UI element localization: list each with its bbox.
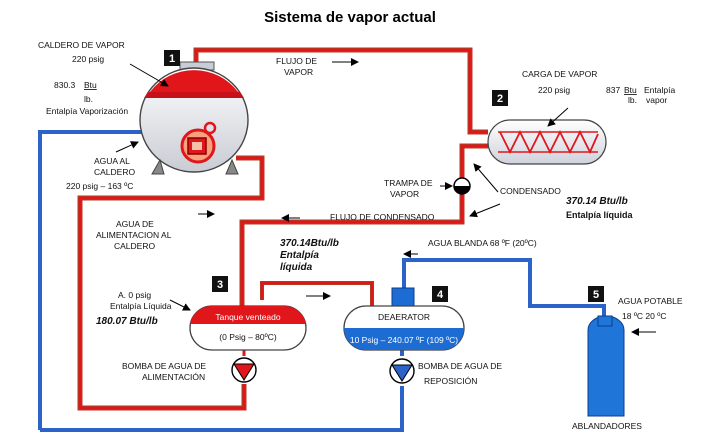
soft-water-pipe: [402, 258, 606, 318]
feed-pump: [231, 357, 257, 383]
feedwater-pointer-arrow: [115, 141, 139, 153]
svg-text:2: 2: [497, 93, 503, 105]
condensate-flow-pointer-arrow: [469, 203, 501, 218]
trap-label-2: VAPOR: [390, 189, 419, 199]
deaerator-outlet-pipe: [40, 386, 404, 432]
potable-water-temps: 18 ºC 20 ºC: [622, 311, 666, 321]
feed-pump-label-2: ALIMENTACIÓN: [142, 372, 205, 382]
load-name: CARGA DE VAPOR: [522, 69, 597, 79]
boiler-feed-conditions: 220 psig – 163 ºC: [66, 181, 133, 191]
boiler-enthalpy-label: Entalpía Vaporización: [46, 106, 128, 116]
load-pressure: 220 psig: [538, 85, 570, 95]
steam-flow-label-2: VAPOR: [284, 67, 313, 77]
diagram-title: Sistema de vapor actual: [264, 9, 436, 26]
badge-2: 2: [492, 90, 508, 106]
mid-enthalpy-label-1: Entalpía: [280, 250, 319, 261]
boiler-feed-label-1: AGUA AL: [94, 156, 130, 166]
load-enthalpy-label-1: Entalpía: [644, 85, 675, 95]
vented-tank-enthalpy: 180.07 Btu/lb: [96, 316, 158, 327]
load-unit-top: Btu: [624, 85, 637, 95]
softener-tank: [587, 315, 625, 417]
badge-1: 1: [164, 50, 180, 66]
soft-water-label: AGUA BLANDA 68 ºF (20ºC): [428, 238, 537, 248]
deaerator: DEAERATOR 10 Psig – 240.07 ºF (109 ºC): [343, 287, 465, 351]
mid-enthalpy-value: 370.14Btu/lb: [280, 238, 339, 249]
load-enthalpy-value: 837: [606, 85, 620, 95]
makeup-pump-label-1: BOMBA DE AGUA DE: [418, 361, 502, 371]
vented-tank-note-2: Entalpía Líquida: [110, 301, 172, 311]
feedwater-label-3: CALDERO: [114, 241, 155, 251]
potable-water-label: AGUA POTABLE: [618, 296, 683, 306]
boiler-water-inlet-pipe: [38, 130, 142, 430]
condensate-pipe-exchanger: [459, 143, 488, 180]
svg-text:1: 1: [169, 53, 175, 65]
condensate-flow-label: FLUJO DE CONDENSADO: [330, 212, 435, 222]
boiler-name-pointer-arrow: [129, 63, 169, 87]
boiler-pressure: 220 psig: [72, 54, 104, 64]
vented-tank-label: Tanque venteado: [215, 312, 280, 322]
condensate-label: CONDENSADO: [500, 186, 561, 196]
badge-3: 3: [212, 276, 228, 292]
feedwater-label-2: ALIMENTACION AL: [96, 230, 172, 240]
badge-4: 4: [432, 286, 448, 302]
load-pointer-arrow: [547, 107, 569, 127]
badge-5: 5: [588, 286, 604, 302]
feed-pump-label-1: BOMBA DE AGUA DE: [122, 361, 206, 371]
vented-tank: Tanque venteado (0 Psig – 80ºC): [189, 305, 307, 351]
steam-flow-label-1: FLUJO DE: [276, 56, 317, 66]
condensate-pointer-arrow: [473, 163, 499, 193]
deaerator-conditions: 10 Psig – 240.07 ºF (109 ºC): [350, 335, 458, 345]
vented-tank-conditions: (0 Psig – 80ºC): [219, 332, 277, 342]
boiler-enthalpy-value: 830.3: [54, 80, 76, 90]
steam-trap: [453, 177, 471, 195]
condensate-enthalpy: 370.14 Btu/lb: [566, 196, 628, 207]
boiler-name: CALDERO DE VAPOR: [38, 40, 125, 50]
steam-load-exchanger: [487, 119, 607, 165]
flash-pipe: [260, 281, 374, 306]
load-enthalpy-label-2: vapor: [646, 95, 667, 105]
feedwater-label-1: AGUA DE: [116, 219, 154, 229]
deaerator-label: DEAERATOR: [378, 312, 430, 322]
load-unit-bottom: lb.: [628, 95, 637, 105]
makeup-pump-label-2: REPOSICIÓN: [424, 376, 477, 386]
svg-text:3: 3: [217, 279, 223, 291]
boiler-unit-top: Btu: [84, 80, 97, 90]
boiler-feed-label-2: CALDERO: [94, 167, 135, 177]
vented-tank-note-1: A. 0 psig: [118, 290, 151, 300]
softeners-label: ABLANDADORES: [572, 421, 642, 431]
boiler-unit-bottom: lb.: [84, 94, 93, 104]
tank-note-arrow: [169, 299, 191, 311]
trap-label-1: TRAMPA DE: [384, 178, 433, 188]
svg-text:5: 5: [593, 289, 599, 301]
makeup-pump: [389, 358, 415, 384]
boiler: [139, 61, 249, 175]
condensate-enthalpy-label: Entalpía líquida: [566, 210, 634, 220]
mid-enthalpy-label-2: líquida: [280, 262, 313, 273]
svg-text:4: 4: [437, 289, 444, 301]
